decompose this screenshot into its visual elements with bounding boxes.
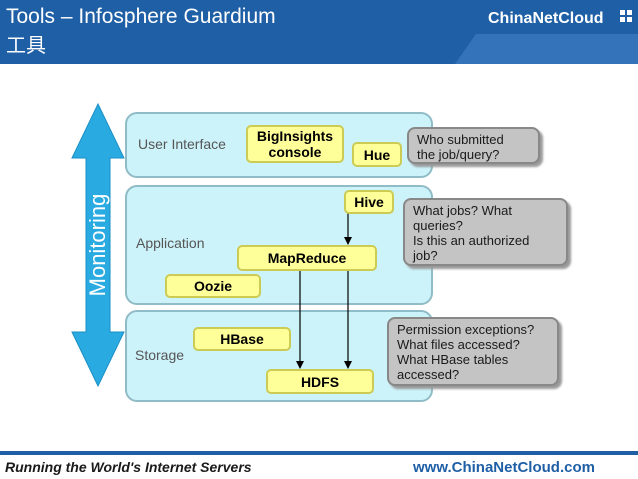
question-line: Who submitted [417,132,504,147]
component-mapreduce: MapReduce [237,245,377,271]
question-line: What HBase tables [397,352,509,367]
component-hive: Hive [344,190,394,214]
layer-label-application: Application [136,235,205,251]
question-line: Permission exceptions? [397,322,535,337]
question-line: accessed? [397,367,460,382]
question-line: What jobs? What [413,203,512,218]
component-oozie: Oozie [165,274,261,298]
footer-url[interactable]: www.ChinaNetCloud.com [413,459,595,476]
company-logo: ChinaNetCloud [488,10,604,27]
question-storage: Permission exceptions? What files access… [387,317,559,386]
question-application: What jobs? What queries? Is this an auth… [403,198,568,266]
question-line: the job/query? [417,147,500,162]
question-line: What files accessed? [397,337,520,352]
slide-subtitle: 工具 [6,33,46,57]
biginsights-line2: console [268,144,322,160]
slide-title: Tools – Infosphere Guardium [6,5,276,28]
question-line: Is this an authorized [413,233,530,248]
footer-tagline: Running the World's Internet Servers [5,459,252,475]
logo-grid-icon [620,10,632,22]
component-hdfs: HDFS [266,369,374,394]
biginsights-line1: BigInsights [256,128,334,144]
question-user-interface: Who submitted the job/query? [407,127,540,164]
question-line: job? [413,248,438,263]
question-line: queries? [413,218,463,233]
monitoring-label: Monitoring [85,193,110,297]
component-hue: Hue [352,142,402,167]
component-hbase: HBase [193,327,291,351]
layer-label-user-interface: User Interface [138,136,226,152]
slide-header: Tools – Infosphere Guardium 工具 ChinaNetC… [0,0,638,64]
layer-label-storage: Storage [135,347,185,363]
footer-divider [0,451,638,455]
monitoring-arrow [71,102,125,388]
